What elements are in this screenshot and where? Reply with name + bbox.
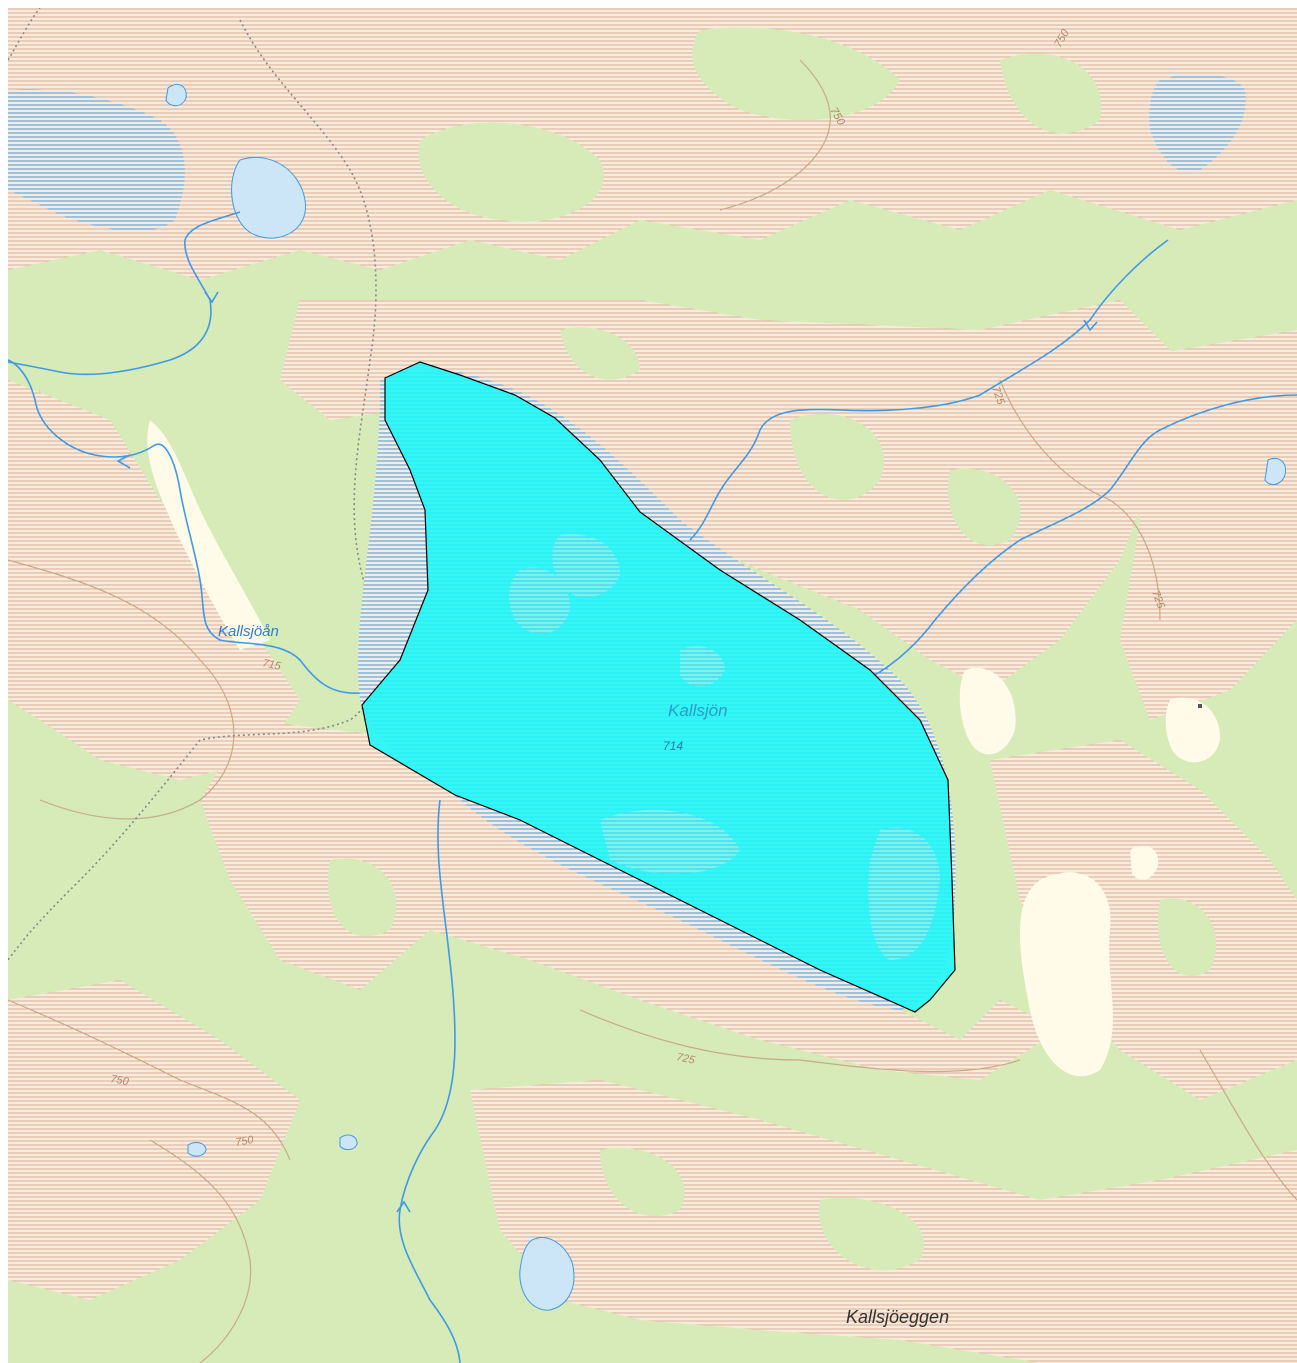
clearing-east-far	[1165, 697, 1221, 763]
clearing-east-tiny	[1130, 845, 1159, 880]
pond-south	[519, 1237, 575, 1311]
lake-elevation-label: 714	[663, 739, 683, 753]
tracks	[8, 8, 379, 961]
stream-northeast	[689, 239, 1169, 541]
stream-kallsjoan	[8, 359, 361, 694]
contour-label: 750	[234, 1134, 255, 1149]
marsh-water-northwest	[8, 89, 185, 232]
map-canvas[interactable]: Kallsjöån Kallsjön 714 Kallsjöeggen 715 …	[8, 8, 1297, 1363]
contour-label: 750	[109, 1073, 130, 1088]
ridge-label-kallsjoeggen: Kallsjöeggen	[846, 1307, 949, 1327]
stream-east	[874, 394, 1297, 676]
forest-patches	[118, 27, 1217, 1271]
track-northwest	[8, 8, 41, 61]
pond-south-small	[339, 1134, 358, 1151]
pond-northwest-small	[165, 83, 187, 107]
marsh-east-lower	[990, 740, 1297, 1100]
contour-label: 715	[261, 657, 282, 673]
clearing-east-small	[959, 668, 1016, 755]
track-north	[199, 19, 379, 741]
lake-interior-hatch	[508, 534, 940, 960]
lake-label-kallsjon: Kallsjön	[668, 701, 728, 720]
stream-south	[398, 799, 461, 1363]
marsh-west	[8, 380, 300, 780]
contour-label: 725	[675, 1051, 696, 1067]
contour-lines	[8, 59, 1297, 1363]
marsh-water-northeast	[1149, 74, 1246, 173]
clearing-east-large	[1020, 872, 1113, 1077]
river-label-kallsjoan: Kallsjöån	[218, 623, 279, 640]
track-southwest	[8, 739, 201, 961]
marsh-southwest	[8, 980, 300, 1300]
map-frame[interactable]: Kallsjöån Kallsjön 714 Kallsjöeggen 715 …	[8, 8, 1297, 1363]
streams	[8, 211, 1297, 1363]
pond-southwest	[187, 1142, 207, 1157]
highlighted-lake-polygon[interactable]	[361, 361, 956, 1013]
pond-east	[1264, 457, 1287, 486]
stream-north-outlet	[8, 211, 241, 376]
pond-north	[231, 156, 306, 239]
marsh-north-band	[8, 8, 1297, 280]
stream-arrows	[116, 291, 1098, 1213]
point-marker	[1198, 704, 1202, 708]
